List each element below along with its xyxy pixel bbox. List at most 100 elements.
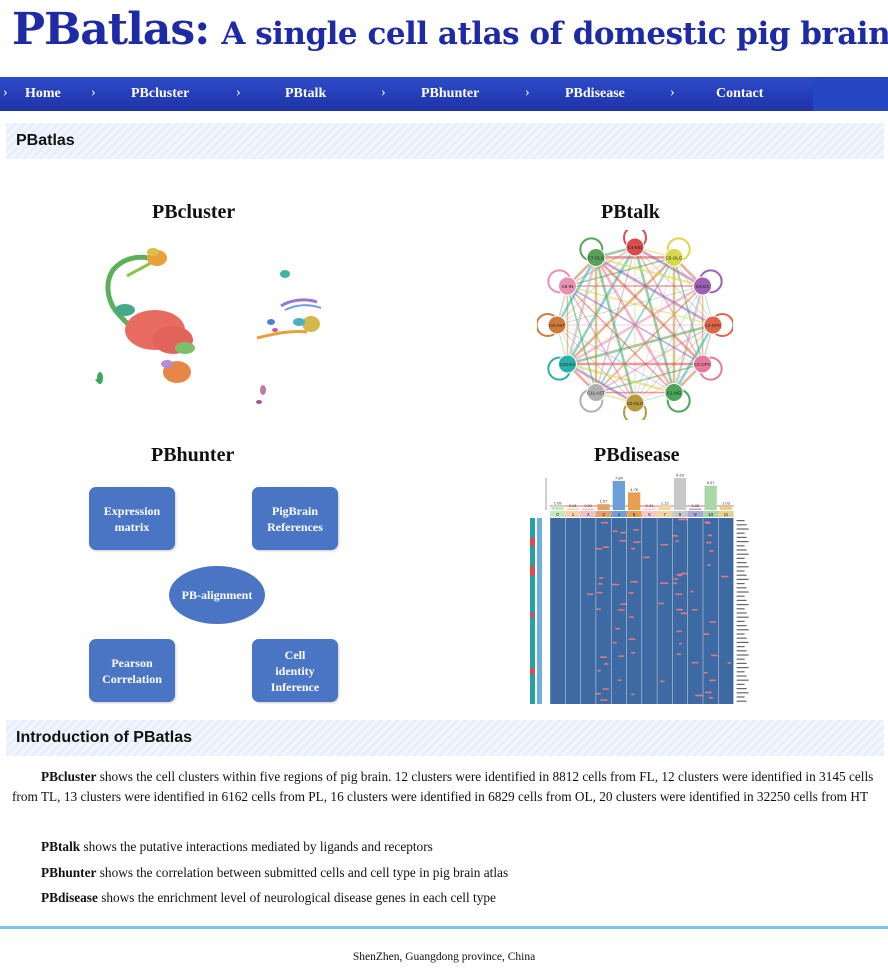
disease-hot-cell [673,578,679,580]
footer-location: ShenZhen, Guangdong province, China [352,951,536,963]
disease-column-label: 1 [572,512,575,517]
disease-hot-cell [678,518,682,521]
disease-bar-label: 8.63 [676,474,685,478]
disease-column-label: 4 [618,512,621,517]
disease-gene-label-mark [736,650,747,652]
disease-bar-label: 0.01 [569,503,578,508]
disease-bar [597,504,610,510]
disease-hot-cell [706,541,712,544]
disease-hot-cell [691,661,699,664]
panel-title-pbcluster[interactable]: PBcluster [152,201,236,223]
nav-home[interactable]: Home [25,86,61,101]
disease-hot-cell [615,627,621,630]
talk-edge [595,256,714,327]
talk-node: C10-EX [547,354,577,381]
disease-bar-label: 0.01 [584,503,593,508]
disease-hot-cell [707,564,711,566]
talk-node-circle [586,383,606,403]
nav-contact[interactable]: Contact [716,86,764,101]
talk-node-label: C8-IN [562,284,574,289]
disease-hot-cell [630,580,638,583]
panel-title-pbtalk[interactable]: PBtalk [601,201,660,223]
disease-column-header [565,511,581,517]
disease-gene-label-mark [736,520,745,522]
disease-gene-label-mark [736,599,747,601]
disease-hot-cell [600,656,607,659]
disease-column-label: 2 [587,512,590,517]
disease-gene-label-mark [736,578,749,580]
intro-pbtalk-text: shows the putative interactions mediated… [80,839,433,854]
talk-node-label: C9-AST [549,323,565,328]
disease-hot-cell [660,680,665,683]
pbtalk-network-figure[interactable]: C4-MGC5-OLGC6-EXC3-OPCC2-OPCC1-MGC0-OLGC… [537,230,733,420]
disease-gene-label-mark [736,692,749,694]
disease-gene-label-mark [736,541,749,543]
pbcluster-umap-figure[interactable] [85,240,335,412]
disease-gene-label-mark [736,557,745,559]
talk-edge [556,324,703,365]
disease-column-header [611,511,627,517]
disease-hot-cell [704,521,710,523]
talk-node: C5-OLG [664,237,691,267]
talk-node-label: C11-AST [587,391,605,396]
talk-nodes: C4-MGC5-OLGC6-EXC3-OPCC2-OPCC1-MGC0-OLGC… [537,230,733,420]
disease-hot-cell [709,679,716,682]
disease-hot-cell [709,550,714,552]
disease-hot-cell [681,572,688,575]
disease-bar [673,478,687,510]
talk-node: C9-AST [537,313,567,337]
disease-hot-cell [620,603,627,606]
talk-node-label: C4-MG [628,245,643,250]
talk-node: C8-IN [547,269,577,296]
disease-gene-label-mark [736,658,745,660]
disease-hot-cell [628,638,636,640]
panel-title-pbhunter[interactable]: PBhunter [151,444,235,466]
disease-hot-cell [631,652,636,654]
talk-node-circle [625,237,645,257]
disease-column-header [672,511,688,517]
nav-pbhunter[interactable]: PBhunter [421,86,480,101]
talk-node-label: C5-OLG [666,255,683,260]
talk-edge [566,285,675,394]
panel-title-pbdisease[interactable]: PBdisease [594,444,680,466]
disease-gene-label-mark [736,570,745,572]
talk-edge [634,324,714,404]
nav-pbcluster[interactable]: PBcluster [131,86,190,101]
disease-hot-cell [595,693,601,695]
talk-node: C3-OPC [703,313,733,337]
disease-hot-cell [675,540,679,542]
disease-hot-cell [629,616,634,618]
talk-node-circle [586,247,606,267]
talk-edge [595,246,636,393]
disease-bar-label: 1.03 [722,501,731,506]
talk-node: C1-MG [664,383,691,413]
nav-pbdisease[interactable]: PBdisease [565,86,625,101]
disease-hot-cell [628,592,634,594]
disease-hot-cell [672,535,678,537]
disease-hot-cell [680,612,688,615]
disease-gene-label-mark [736,545,745,547]
nav-pbtalk[interactable]: PBtalk [285,86,327,101]
disease-gene-label-mark [736,633,745,635]
disease-gene-label-mark [736,675,747,677]
disease-hot-cell [691,608,698,611]
disease-bar [704,485,717,510]
disease-column-label: 10 [708,512,714,517]
disease-column-label: 0 [556,512,559,517]
main-navbar: › Home › PBcluster › PBtalk › PBhunter ›… [0,77,888,111]
talk-node-label: C1-MG [667,391,682,396]
disease-gene-label-mark [736,641,749,643]
disease-gene-label-mark [736,595,745,597]
talk-node: C7-OLG [579,237,606,267]
disease-column-header [595,511,612,517]
disease-gene-label-mark [736,662,747,664]
disease-gene-label-mark [736,608,745,610]
talk-node-circle [557,276,577,296]
talk-node-label: C2-OPC [694,362,712,367]
disease-column-header [641,511,658,517]
disease-hot-cell [707,534,713,537]
talk-node: C6-EX [693,269,723,296]
